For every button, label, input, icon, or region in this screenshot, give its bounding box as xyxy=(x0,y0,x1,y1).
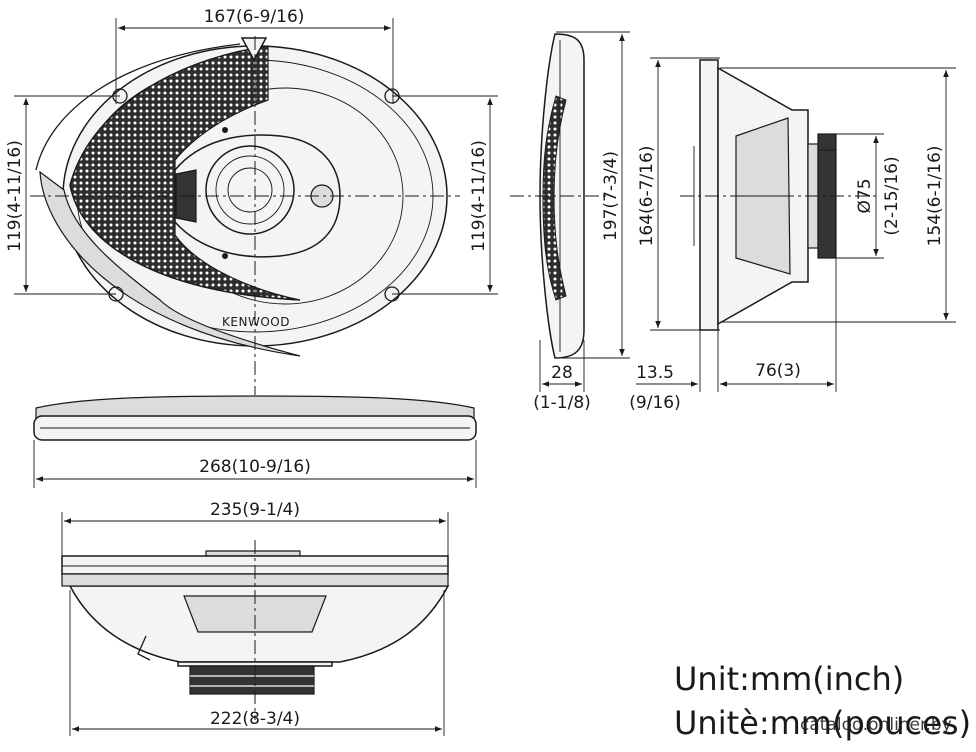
top-grille-profile xyxy=(35,395,475,419)
front-grille-upper-edge xyxy=(35,43,241,171)
bottom-window xyxy=(183,595,327,633)
front-tweeter-outer xyxy=(205,145,295,235)
overall-height-label: 154(6-1/16) xyxy=(925,146,945,247)
side-grille-mesh xyxy=(542,95,567,301)
brand-logo: KENWOOD xyxy=(222,315,290,329)
side-frame-flange xyxy=(699,59,719,331)
front-tweeter-mid xyxy=(215,155,285,225)
frame-height-label: 164(6-7/16) xyxy=(637,146,657,247)
mount-depth-in-label: (9/16) xyxy=(629,393,680,413)
bottom-terminal-wire xyxy=(137,635,151,661)
front-grille-rim xyxy=(69,45,301,301)
front-top-triangle-mark xyxy=(240,37,268,62)
bottom-width-label: 222(8-3/4) xyxy=(210,709,300,729)
mount-depth-mm-label: 13.5 xyxy=(636,363,674,383)
watermark: catalog.onliner.by xyxy=(800,715,952,735)
side-height-label: 197(7-3/4) xyxy=(601,151,621,241)
front-screw-dot-top xyxy=(222,127,228,133)
front-view: KENWOOD xyxy=(30,36,460,395)
top-view: 268(10-9/16) xyxy=(33,395,477,488)
bottom-view: 235(9-1/4) 222(8-3/4) xyxy=(61,500,450,736)
overall-width-label: 268(10-9/16) xyxy=(199,457,311,477)
grille-depth-in-label: (1-1/8) xyxy=(533,393,591,413)
grille-depth-mm-label: 28 xyxy=(551,363,573,383)
front-dimensions: 167(6-9/16) 119(4-11/16) 119(4-11/16) xyxy=(5,7,498,295)
side-grille-view: 197(7-3/4) 28 (1-1/8) xyxy=(510,31,630,413)
front-tweeter-inner xyxy=(227,167,273,213)
front-height-left-label: 119(4-11/16) xyxy=(5,140,25,252)
side-body-view: 164(6-7/16) Ø75 (2-15/16) 154(6-1/16) 13… xyxy=(629,57,956,413)
magnet-diameter-in-label: (2-15/16) xyxy=(882,156,902,235)
front-screw-dot-bottom xyxy=(222,253,228,259)
front-grille-lower-band xyxy=(39,170,301,357)
magnet-diameter-mm-label: Ø75 xyxy=(855,178,875,213)
unit-label-fr: Unitè:mm(pouces) xyxy=(674,704,971,742)
front-height-right-label: 119(4-11/16) xyxy=(469,140,489,252)
unit-label: Unit:mm(inch) xyxy=(674,660,904,698)
cutout-width-label: 235(9-1/4) xyxy=(210,500,300,520)
bottom-magnet xyxy=(189,665,315,695)
front-width-label: 167(6-9/16) xyxy=(204,7,305,27)
body-depth-label: 76(3) xyxy=(755,361,801,381)
bottom-plate xyxy=(177,661,333,667)
